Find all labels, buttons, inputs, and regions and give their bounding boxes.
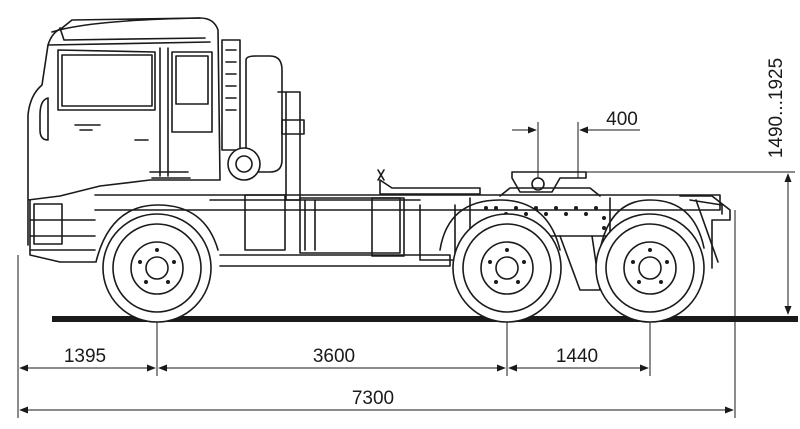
cab bbox=[27, 17, 221, 263]
intake-pipe bbox=[221, 39, 305, 201]
dim-label-tandem: 1440 bbox=[556, 346, 598, 367]
front-wheel bbox=[102, 213, 212, 323]
truck-drawing bbox=[27, 17, 731, 323]
fenders bbox=[95, 199, 705, 263]
dim-label-overall-length: 7300 bbox=[352, 388, 394, 409]
dimension-labels: 1395 3600 1440 7300 400 1490...1925 bbox=[64, 58, 787, 409]
dim-label-fifth-wheel-offset: 400 bbox=[606, 109, 638, 130]
ground-line bbox=[52, 316, 798, 322]
dim-label-fifth-wheel-height: 1490...1925 bbox=[766, 58, 787, 158]
dim-label-front-overhang: 1395 bbox=[64, 346, 106, 367]
dim-label-wheelbase: 3600 bbox=[313, 346, 355, 367]
fifth-wheel bbox=[499, 171, 601, 197]
dimension-lines bbox=[17, 122, 795, 418]
rear-wheel-1 bbox=[452, 213, 562, 323]
rear-wheel-2 bbox=[595, 213, 705, 323]
